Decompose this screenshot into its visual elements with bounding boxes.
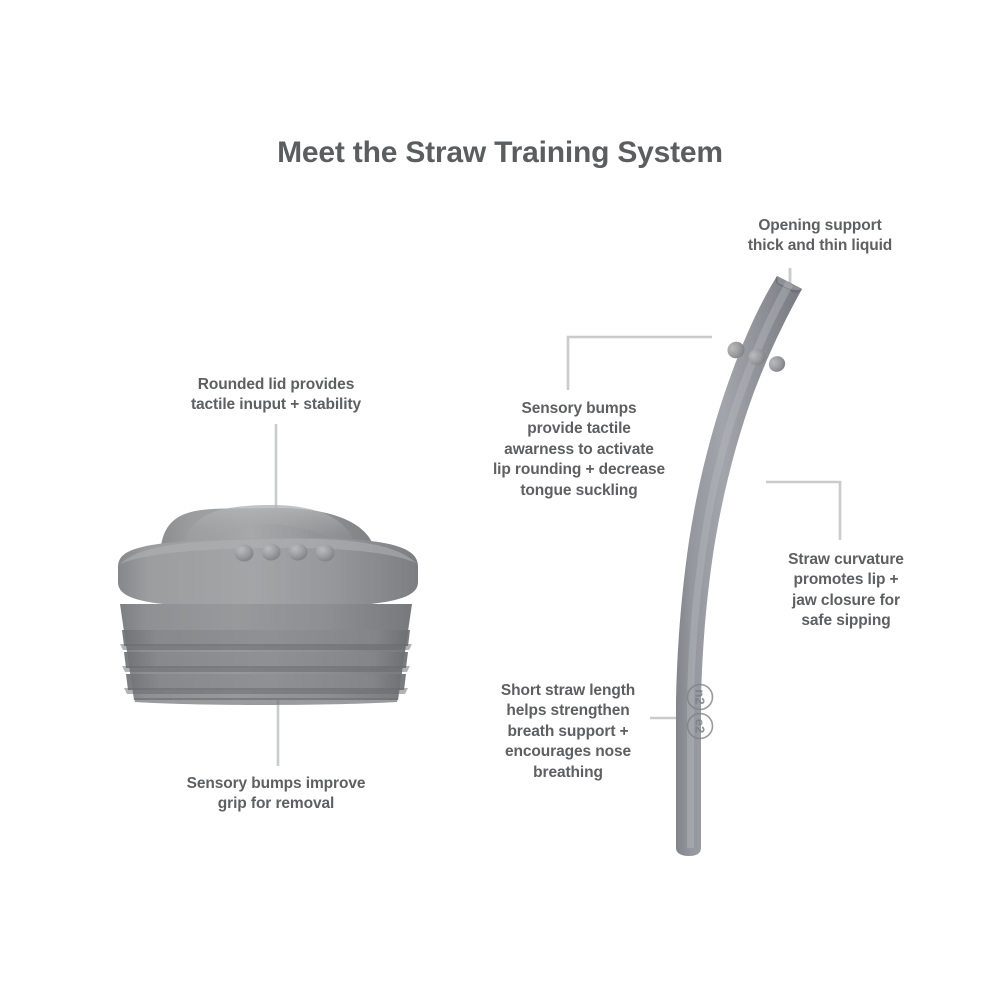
- svg-text:e2: e2: [693, 719, 708, 733]
- straw-sensory-bumps: [727, 341, 786, 372]
- annotation-straw-curvature: Straw curvature promotes lip + jaw closu…: [788, 551, 904, 630]
- svg-text:n2: n2: [693, 689, 708, 704]
- lid-flange: [118, 537, 418, 608]
- lid-ridges: [120, 630, 412, 694]
- straw-body: [676, 276, 802, 856]
- annotation-sensory-bumps-lid: Sensory bumps improve grip for removal: [186, 775, 366, 813]
- straw-emboss-glyphs: n2 e2: [693, 689, 708, 733]
- lid-sensory-bumps: [234, 543, 335, 562]
- annotation-short-straw-length: Short straw length helps strengthen brea…: [500, 682, 636, 781]
- annotation-rounded-lid: Rounded lid provides tactile inuput + st…: [190, 376, 362, 414]
- annotation-opening-support: Opening support thick and thin liquid: [747, 217, 893, 255]
- straw-emboss-marks: [686, 683, 714, 740]
- lid-illustration: [118, 504, 418, 705]
- annotation-sensory-bumps-straw: Sensory bumps provide tactile awarness t…: [492, 400, 666, 499]
- page-title: Meet the Straw Training System: [277, 136, 723, 169]
- leader-straw-curvature: [766, 480, 842, 540]
- leader-straw-bumps: [566, 335, 712, 390]
